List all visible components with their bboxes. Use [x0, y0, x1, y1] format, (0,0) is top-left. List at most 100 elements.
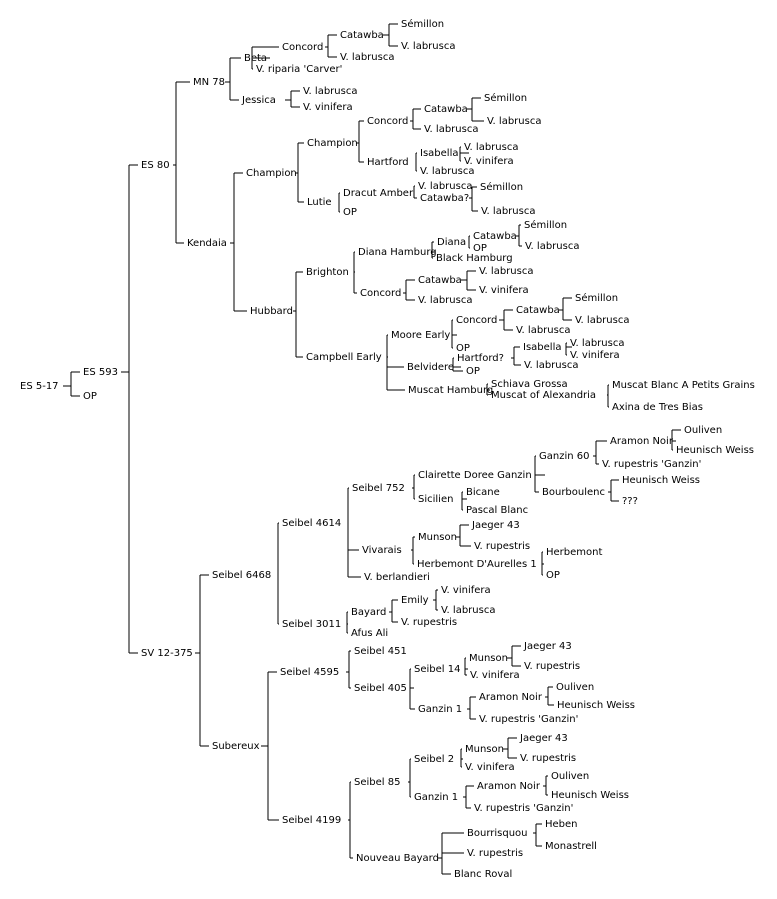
- node-s-millon: Sémillon: [524, 219, 567, 231]
- node-moore-early: Moore Early: [391, 330, 450, 341]
- node-ganzin-1: Ganzin 1: [418, 704, 462, 715]
- node-seibel-14: Seibel 14: [414, 664, 460, 675]
- node-afus-ali: Afus Ali: [351, 628, 388, 639]
- node-v-labrusca: V. labrusca: [516, 325, 570, 336]
- node-v-vinifera: V. vinifera: [570, 350, 620, 361]
- node-v-rupestris: V. rupestris: [524, 661, 580, 672]
- node-concord: Concord: [282, 42, 323, 53]
- node-hartford: Hartford?: [457, 353, 504, 364]
- node-v-labrusca: V. labrusca: [481, 206, 535, 217]
- node-v-vinifera: V. vinifera: [479, 285, 529, 296]
- node-heunisch-weiss: Heunisch Weiss: [557, 700, 635, 711]
- node-hartford: Hartford: [367, 157, 409, 168]
- node-v-vinifera: V. vinifera: [441, 585, 491, 596]
- node-jaeger-43: Jaeger 43: [523, 641, 572, 652]
- node-concord: Concord: [456, 315, 497, 326]
- node-v-labrusca: V. labrusca: [525, 241, 579, 252]
- node-v-labrusca: V. labrusca: [420, 166, 474, 177]
- node-concord: Concord: [367, 116, 408, 127]
- node-aramon-noir: Aramon Noir: [479, 692, 543, 703]
- node-v-rupestris: V. rupestris: [467, 848, 523, 859]
- node-ganzin-1: Ganzin 1: [414, 792, 458, 803]
- node-v-labrusca: V. labrusca: [401, 41, 455, 52]
- node-s-millon: Sémillon: [401, 18, 444, 30]
- node-subereux: Subereux: [212, 741, 260, 752]
- node-s-millon: Sémillon: [480, 181, 523, 193]
- node-diana: Diana: [437, 237, 466, 248]
- node-v-vinifera: V. vinifera: [464, 156, 514, 167]
- node-es-593: ES 593: [83, 367, 118, 378]
- node-black-hamburg: Black Hamburg: [436, 253, 513, 264]
- node-v-labrusca: V. labrusca: [340, 52, 394, 63]
- node-heunisch-weiss: Heunisch Weiss: [551, 790, 629, 801]
- node-munson: Munson: [465, 744, 504, 755]
- node-axina-de-tres-bias: Axina de Tres Bias: [612, 402, 703, 413]
- node-diana-hamburg: Diana Hamburg: [358, 247, 437, 258]
- node-isabella: Isabella: [420, 148, 458, 159]
- node-catawba: Catawba: [424, 104, 468, 115]
- node-v-labrusca: V. labrusca: [441, 605, 495, 616]
- node-herbemont-d-aurelles-1: Herbemont D'Aurelles 1: [417, 559, 537, 570]
- node-brighton: Brighton: [306, 267, 349, 278]
- node-pascal-blanc: Pascal Blanc: [466, 505, 528, 516]
- node-jaeger-43: Jaeger 43: [519, 733, 568, 744]
- node-heunisch-weiss: Heunisch Weiss: [622, 475, 700, 486]
- node-es-5-17: ES 5-17: [20, 381, 59, 392]
- node-v-berlandieri: V. berlandieri: [364, 572, 430, 583]
- node-herbemont: Herbemont: [546, 547, 602, 558]
- node-aramon-noir: Aramon Noir: [610, 436, 674, 447]
- node-munson: Munson: [469, 653, 508, 664]
- node-jaeger-43: Jaeger 43: [471, 520, 520, 531]
- node-sv-12-375: SV 12-375: [141, 648, 193, 659]
- node-v-labrusca: V. labrusca: [524, 360, 578, 371]
- node-seibel-4595: Seibel 4595: [280, 667, 339, 678]
- node-ouliven: Ouliven: [551, 771, 589, 782]
- node-jessica: Jessica: [241, 95, 276, 106]
- node-campbell-early: Campbell Early: [306, 352, 382, 363]
- node-v-vinifera: V. vinifera: [465, 762, 515, 773]
- node-v-labrusca: V. labrusca: [418, 181, 472, 192]
- node-seibel-2: Seibel 2: [414, 754, 454, 765]
- node-v-rupestris: V. rupestris: [474, 541, 530, 552]
- node-catawba: Catawba: [340, 30, 384, 41]
- node-op: OP: [83, 391, 97, 402]
- node-clairette-doree-ganzin: Clairette Doree Ganzin: [418, 470, 532, 481]
- node-catawba: Catawba: [516, 305, 560, 316]
- node-munson: Munson: [418, 532, 457, 543]
- node-bourboulenc: Bourboulenc: [542, 487, 605, 498]
- node-: ???: [622, 496, 638, 507]
- node-catawba: Catawba?: [420, 193, 469, 204]
- node-heben: Heben: [545, 819, 578, 830]
- node-emily: Emily: [401, 595, 429, 606]
- node-v-rupestris: V. rupestris: [401, 617, 457, 628]
- node-v-labrusca: V. labrusca: [303, 86, 357, 97]
- node-es-80: ES 80: [141, 160, 170, 171]
- node-bourrisquou: Bourrisquou: [467, 828, 528, 839]
- node-bayard: Bayard: [351, 607, 386, 618]
- node-s-millon: Sémillon: [575, 292, 618, 304]
- node-v-labrusca: V. labrusca: [479, 266, 533, 277]
- node-catawba: Catawba: [418, 275, 462, 286]
- node-muscat-blanc-a-petits-grains: Muscat Blanc A Petits Grains: [612, 380, 755, 391]
- node-sicilien: Sicilien: [418, 494, 453, 505]
- node-catawba: Catawba: [473, 231, 517, 242]
- node-concord: Concord: [360, 288, 401, 299]
- node-kendaia: Kendaia: [187, 238, 227, 249]
- node-lutie: Lutie: [307, 197, 332, 208]
- node-op: OP: [473, 243, 487, 254]
- node-s-millon: Sémillon: [484, 92, 527, 104]
- node-ouliven: Ouliven: [684, 425, 722, 436]
- node-seibel-451: Seibel 451: [354, 646, 407, 657]
- node-v-labrusca: V. labrusca: [487, 116, 541, 127]
- node-monastrell: Monastrell: [545, 841, 597, 852]
- node-v-labrusca: V. labrusca: [570, 338, 624, 349]
- node-seibel-85: Seibel 85: [354, 777, 400, 788]
- node-v-rupestris-ganzin: V. rupestris 'Ganzin': [474, 803, 573, 814]
- node-heunisch-weiss: Heunisch Weiss: [676, 445, 754, 456]
- node-blanc-roval: Blanc Roval: [454, 869, 512, 880]
- node-nouveau-bayard: Nouveau Bayard: [356, 853, 439, 864]
- node-v-rupestris-ganzin: V. rupestris 'Ganzin': [479, 714, 578, 725]
- node-seibel-4614: Seibel 4614: [282, 518, 341, 529]
- node-dracut-amber: Dracut Amber: [343, 188, 414, 199]
